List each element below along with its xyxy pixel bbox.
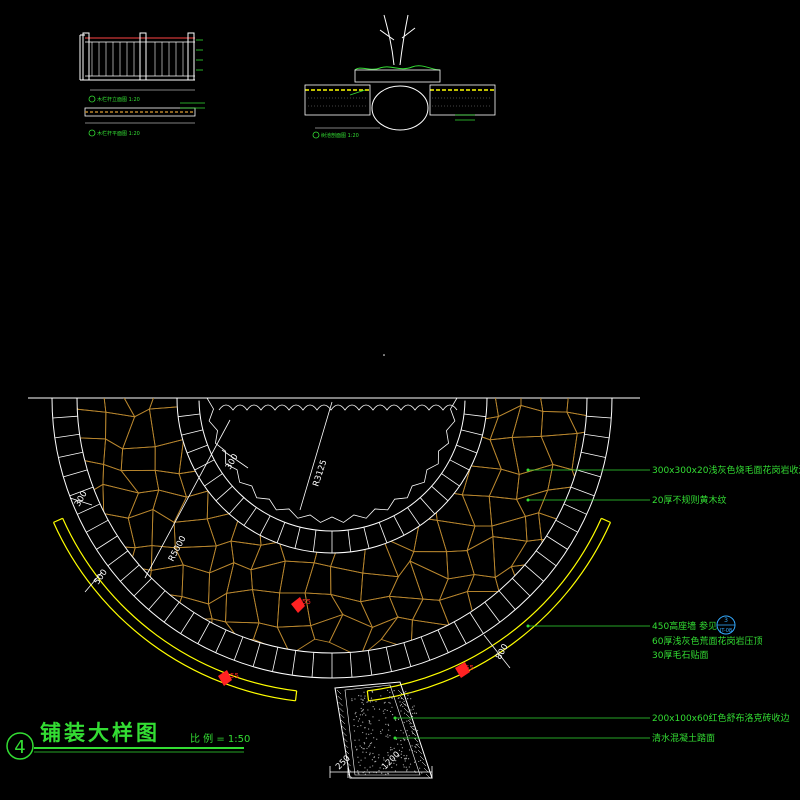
railing-elevation-caption: 木栏杆立面图 1:20 bbox=[97, 96, 140, 103]
section-markers: 55 55 55 bbox=[218, 597, 474, 686]
marker-center-label: 55 bbox=[302, 598, 311, 606]
bubble-bottom: JT-08 bbox=[719, 628, 732, 634]
annotation-yellow-wood-stone: 20厚不规则黄木纹 bbox=[652, 494, 726, 506]
annotation-red-brick-edge: 200x100x60红色舒布洛克砖收边 bbox=[652, 712, 789, 724]
detail-number: 4 bbox=[14, 737, 25, 758]
outer-radius-label: R5000 bbox=[167, 534, 189, 563]
lawn-edge bbox=[206, 397, 458, 523]
marker-right-label: 55 bbox=[465, 664, 474, 672]
seat-wall bbox=[52, 517, 612, 702]
border-bands bbox=[51, 397, 613, 679]
railing-plan-caption: 木栏杆平面图 1:20 bbox=[97, 130, 140, 137]
annotation-leaders bbox=[393, 468, 650, 740]
marker-left-label: 55 bbox=[230, 672, 239, 680]
annotation-rubble-facing: 30厚毛石贴面 bbox=[652, 649, 708, 661]
drawing-scale: 比 例 = 1:50 bbox=[190, 732, 250, 745]
tree-pit-thumbnail: 树池剖面图 1:20 bbox=[304, 14, 496, 139]
path-edge-dim: 250 bbox=[334, 754, 353, 773]
inner-edge-dim: 300 bbox=[224, 452, 241, 471]
stray-dot bbox=[383, 354, 385, 356]
title-block: 4 铺装大样图 比 例 = 1:50 bbox=[6, 721, 250, 760]
wall-right-dim: 800 bbox=[494, 642, 511, 661]
reference-bubble: 3 JT-08 bbox=[716, 615, 736, 635]
railing-thumbnail: 木栏杆立面图 1:20 木栏杆平面图 1:20 bbox=[79, 32, 205, 137]
path-width-dim: 1200 bbox=[380, 750, 402, 772]
bubble-top: 3 bbox=[724, 617, 728, 624]
tree-pit-caption: 树池剖面图 1:20 bbox=[321, 132, 359, 139]
drawing-title: 铺装大样图 bbox=[40, 721, 160, 745]
detail-circle bbox=[6, 732, 34, 760]
annotation-granite-coping: 60厚浅灰色荒面花岗岩压顶 bbox=[652, 635, 762, 647]
entrance-path bbox=[334, 681, 433, 779]
annotation-granite-edge: 300x300x20浅灰色烧毛面花岗岩收边 bbox=[652, 464, 800, 476]
wall-dim: 500 bbox=[92, 568, 110, 587]
outer-edge-dim: 300 bbox=[73, 489, 90, 508]
annotation-concrete-tread: 清水混凝土踏面 bbox=[652, 732, 715, 744]
annotation-seat-wall: 450高座墙 参见 bbox=[652, 620, 717, 632]
